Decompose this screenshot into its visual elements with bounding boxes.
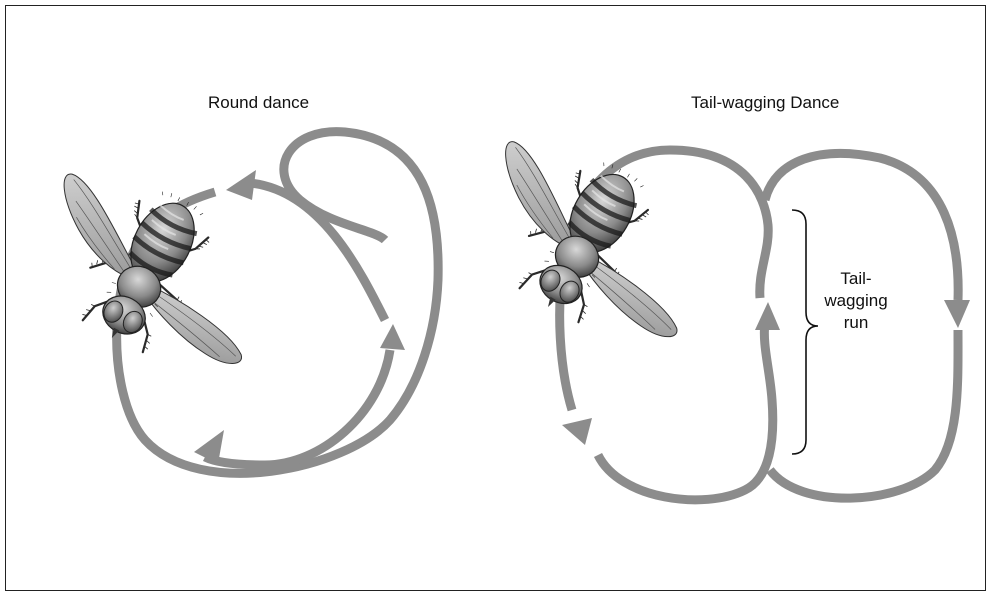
arrowhead-top — [226, 170, 256, 200]
waggle-right-loop — [770, 330, 958, 498]
arrowhead-left-down — [562, 418, 592, 445]
waggle-right-top — [765, 153, 958, 300]
round-dance-lower-sweep — [205, 350, 390, 465]
arrowhead-right — [380, 324, 405, 350]
arrowhead-right-down — [944, 300, 970, 328]
waggle-left-bottom — [598, 322, 773, 500]
tail-wagging-run-brace — [792, 210, 818, 454]
arrowhead-center-up — [755, 302, 780, 330]
round-dance-inner-loop — [250, 183, 385, 320]
round-dance-arrowheads — [194, 170, 405, 464]
